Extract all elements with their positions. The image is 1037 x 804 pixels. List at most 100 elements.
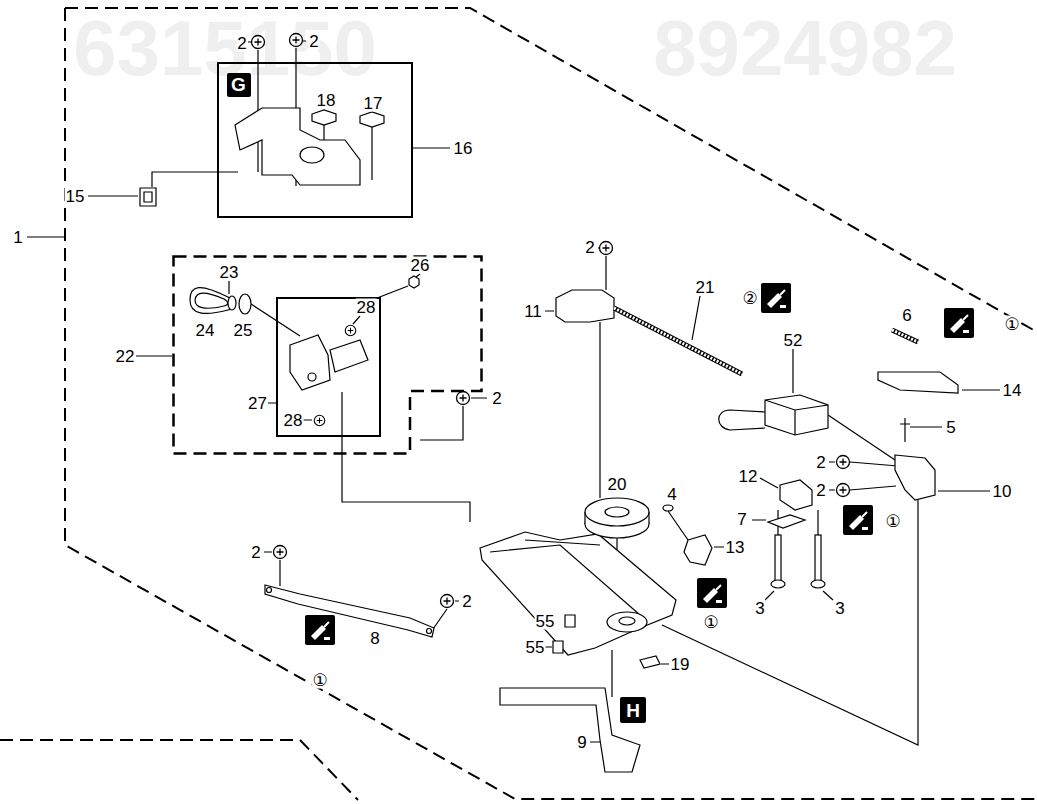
callout-number: 7 xyxy=(736,511,747,528)
plate-part xyxy=(768,515,805,528)
callout-number: 6 xyxy=(901,307,912,324)
leader-line xyxy=(229,274,420,420)
pad-part xyxy=(312,110,336,125)
circled-number: ② xyxy=(741,290,758,307)
bar-part xyxy=(267,588,272,593)
callout-number: 2 xyxy=(584,239,595,256)
bracket-part xyxy=(895,455,935,500)
callout-number: 17 xyxy=(363,95,384,112)
turntable-part xyxy=(605,507,629,517)
block-part xyxy=(684,535,712,565)
callout-number: 11 xyxy=(523,303,543,320)
assembly-box: 16G xyxy=(217,62,413,218)
chassis-part xyxy=(490,540,640,615)
belt-part xyxy=(190,288,234,314)
callout-number: 3 xyxy=(834,600,845,617)
callout-number: 27 xyxy=(247,394,268,411)
region-border xyxy=(0,8,1037,800)
circled-number: ① xyxy=(702,614,719,631)
washer-part xyxy=(228,296,236,310)
screw-symbol xyxy=(252,36,265,49)
lubricant-icon xyxy=(697,578,727,608)
bracket-part xyxy=(235,108,360,185)
pad-part xyxy=(553,615,575,653)
callout-number: 2 xyxy=(815,454,826,471)
dashed-outline xyxy=(174,257,482,454)
callout-number: 23 xyxy=(219,264,240,281)
callout-number: 14 xyxy=(1002,382,1023,399)
motor-part xyxy=(290,335,330,390)
callout-number: 2 xyxy=(491,390,502,407)
lubricant-icon xyxy=(761,283,791,313)
callout-number: 2 xyxy=(815,482,826,499)
parts xyxy=(140,108,958,772)
screw-symbol xyxy=(441,595,454,608)
screw-part xyxy=(775,535,781,581)
callout-number: 2 xyxy=(308,33,319,50)
region-border xyxy=(0,740,358,800)
lubricant-icon xyxy=(944,308,974,338)
turntable-part xyxy=(585,498,649,526)
bar-part xyxy=(265,585,434,637)
screw-symbol xyxy=(600,242,613,255)
callout-number: 24 xyxy=(195,322,216,339)
spindle-part xyxy=(619,617,635,625)
lever-part xyxy=(878,372,958,393)
spring-part xyxy=(892,330,918,342)
plate-part xyxy=(330,340,368,372)
screw-symbol xyxy=(314,415,325,426)
leader-lines xyxy=(27,41,1000,745)
circled-number: ① xyxy=(311,672,328,689)
leadscrew-part xyxy=(614,308,742,374)
watermark: 6315150 xyxy=(72,9,378,87)
section-letter: G xyxy=(230,75,247,94)
screw-symbol xyxy=(837,484,850,497)
pad-part xyxy=(360,112,384,127)
screw-part xyxy=(815,535,821,581)
leader-line xyxy=(251,304,470,522)
screw-symbol xyxy=(274,546,287,559)
callout-number: 2 xyxy=(461,593,472,610)
spring-part xyxy=(892,330,918,342)
assembly-box: 2227 xyxy=(172,255,483,455)
callout-number: 2 xyxy=(250,544,261,561)
flex-cable-part xyxy=(500,688,640,772)
pulley-part xyxy=(239,294,251,314)
screw-part xyxy=(811,580,825,588)
pad-part xyxy=(640,656,660,668)
section-badge: G xyxy=(227,73,251,97)
callout-number: 3 xyxy=(754,600,765,617)
callout-number: 12 xyxy=(738,468,759,485)
callout-number: 8 xyxy=(369,630,380,647)
region-border xyxy=(65,8,1037,332)
leader-line xyxy=(662,500,918,745)
cable-part xyxy=(719,410,765,430)
callout-number: 1 xyxy=(12,229,23,246)
screw-symbol xyxy=(290,34,303,47)
lubricant-icons xyxy=(305,283,974,645)
lubricant-icon xyxy=(305,615,335,645)
callout-number: 9 xyxy=(576,734,587,751)
circled-number: ① xyxy=(884,513,901,530)
screws xyxy=(252,34,850,608)
callout-number: 55 xyxy=(535,613,556,630)
callout-number: 15 xyxy=(65,188,86,205)
dashed-outline xyxy=(172,255,483,455)
chassis-part xyxy=(480,532,676,655)
bracket-part xyxy=(300,147,324,163)
callout-number: 21 xyxy=(695,279,716,296)
washer-part xyxy=(663,505,673,511)
region-border xyxy=(65,8,1037,799)
lubricant-icon xyxy=(843,505,873,535)
screw-symbol xyxy=(837,456,850,469)
pin-part xyxy=(900,418,910,442)
circled-number: ① xyxy=(1003,316,1020,333)
leader-line xyxy=(545,248,606,498)
callout-number: 22 xyxy=(115,348,136,365)
screw-symbol xyxy=(345,325,356,336)
screw-symbol xyxy=(457,392,470,405)
callout-number: 2 xyxy=(236,35,247,52)
callout-number: 52 xyxy=(783,332,804,349)
callout-number: 20 xyxy=(607,476,628,493)
bar-part xyxy=(427,629,432,634)
